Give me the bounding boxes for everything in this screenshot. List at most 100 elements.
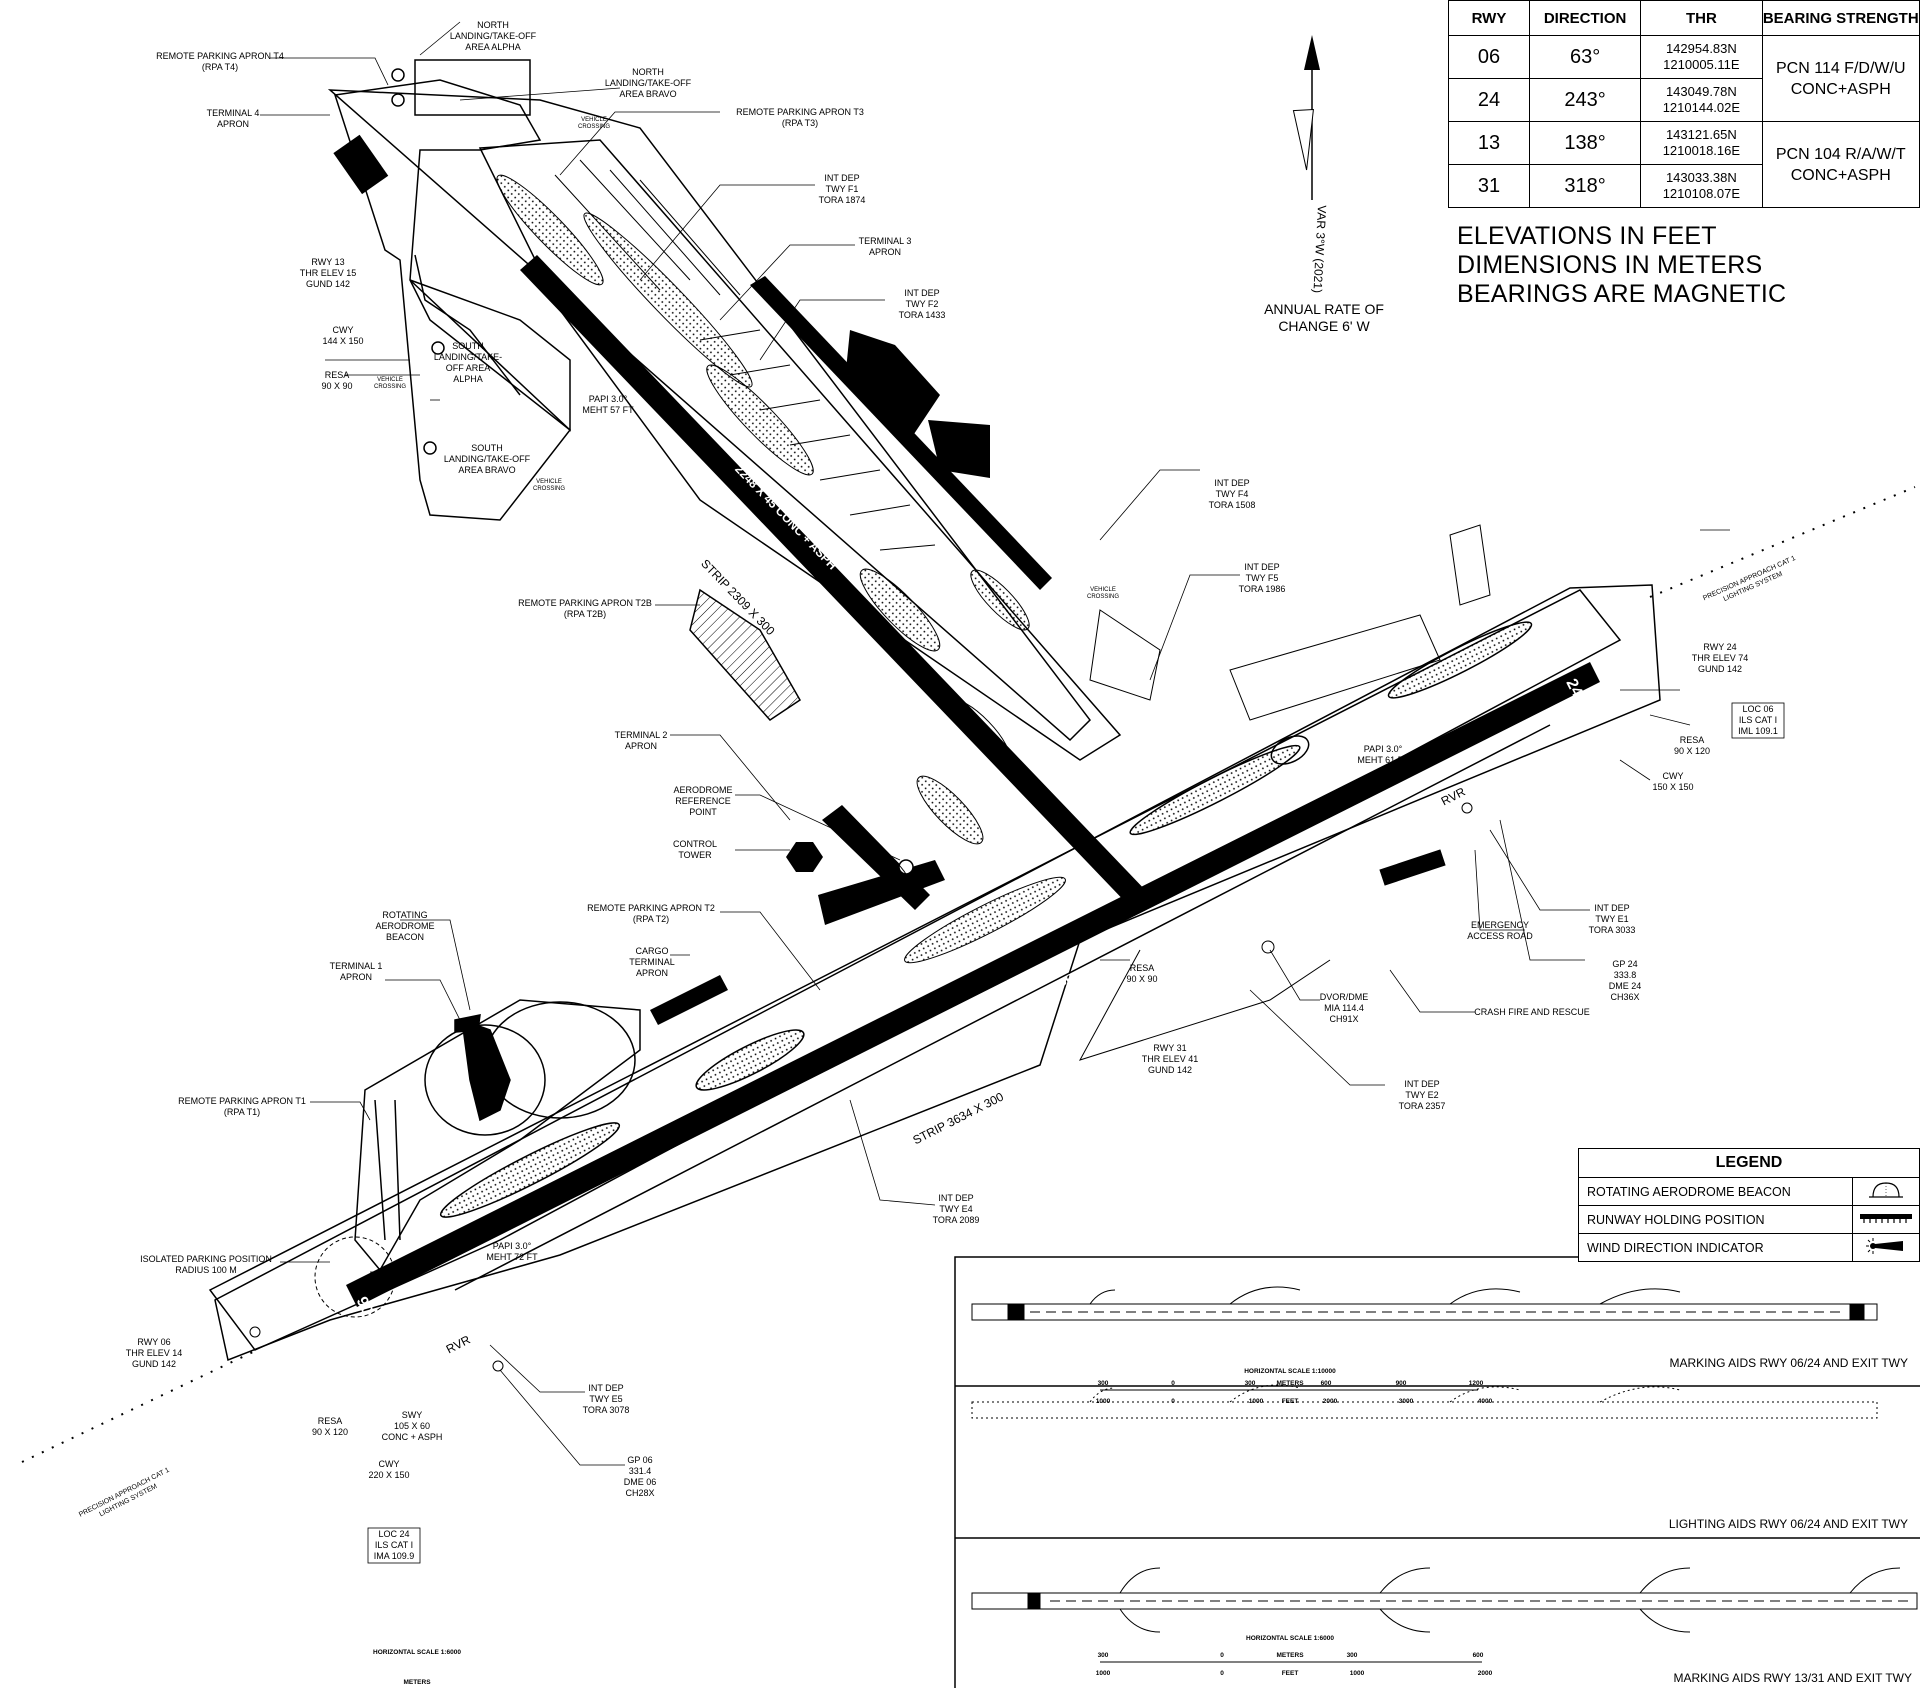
svg-text:NORTH: NORTH xyxy=(632,67,664,77)
svg-text:METERS: METERS xyxy=(1276,1380,1304,1387)
svg-text:RWY 24: RWY 24 xyxy=(1703,642,1736,652)
svg-text:RWY 31: RWY 31 xyxy=(1153,1043,1186,1053)
svg-text:0: 0 xyxy=(1220,1652,1224,1659)
svg-text:600: 600 xyxy=(1321,1380,1332,1387)
runway-data-table: RWY DIRECTION THR BEARING STRENGTH 06 63… xyxy=(1448,0,1920,208)
inset-marking-0624 xyxy=(971,1286,1878,1321)
svg-text:LANDING/TAKE-OFF: LANDING/TAKE-OFF xyxy=(605,78,692,88)
svg-text:1200: 1200 xyxy=(1469,1380,1484,1387)
svg-text:300: 300 xyxy=(1347,1652,1358,1659)
svg-text:TWY F5: TWY F5 xyxy=(1246,573,1279,583)
svg-text:APRON: APRON xyxy=(217,119,249,129)
svg-text:AREA BRAVO: AREA BRAVO xyxy=(619,89,676,99)
svg-text:TORA 1874: TORA 1874 xyxy=(819,195,866,205)
header-bearing-strength: BEARING STRENGTH xyxy=(1761,0,1920,36)
svg-text:REMOTE PARKING APRON T2B: REMOTE PARKING APRON T2B xyxy=(518,598,652,608)
svg-text:LANDING/TAKE-OFF: LANDING/TAKE-OFF xyxy=(444,454,531,464)
svg-text:SWY: SWY xyxy=(402,1410,423,1420)
svg-text:CWY: CWY xyxy=(1663,771,1684,781)
svg-text:VEHICLE: VEHICLE xyxy=(581,117,607,123)
svg-text:90 X 90: 90 X 90 xyxy=(1126,974,1157,984)
magnetic-variation: VAR 3°W (2021) xyxy=(1310,205,1329,294)
svg-text:REMOTE PARKING APRON T4: REMOTE PARKING APRON T4 xyxy=(156,51,284,61)
svg-text:TWY E2: TWY E2 xyxy=(1405,1090,1438,1100)
legend-row: RUNWAY HOLDING POSITION xyxy=(1578,1205,1920,1234)
svg-text:331.4: 331.4 xyxy=(629,1466,652,1476)
terminal-3-area xyxy=(496,159,1052,761)
terminal-4-building xyxy=(333,134,389,195)
svg-text:TOWER: TOWER xyxy=(678,850,712,860)
inset-scale-1: HORIZONTAL SCALE 1:10000 300 0 300 METER… xyxy=(1096,1368,1493,1405)
svg-text:INT DEP: INT DEP xyxy=(1404,1079,1439,1089)
note-dimensions: DIMENSIONS IN METERS xyxy=(1457,251,1763,279)
svg-text:REMOTE PARKING APRON T1: REMOTE PARKING APRON T1 xyxy=(178,1096,306,1106)
svg-text:(RPA T3): (RPA T3) xyxy=(782,118,818,128)
svg-text:METERS: METERS xyxy=(403,1679,431,1686)
approach-lights-ne xyxy=(1649,486,1916,598)
svg-text:TORA 2089: TORA 2089 xyxy=(933,1215,980,1225)
terminal-1-area xyxy=(354,999,805,1272)
svg-text:AERODROME: AERODROME xyxy=(375,921,434,931)
legend: LEGEND ROTATING AERODROME BEACON RUNWAY … xyxy=(1578,1148,1920,1262)
legend-row: ROTATING AERODROME BEACON xyxy=(1578,1177,1920,1206)
svg-text:PAPI 3.0°: PAPI 3.0° xyxy=(1364,744,1403,754)
terminal-2-area xyxy=(786,775,1066,964)
svg-text:TERMINAL 3: TERMINAL 3 xyxy=(859,236,912,246)
svg-text:GUND 142: GUND 142 xyxy=(1698,664,1742,674)
svg-text:PAPI 3.0°: PAPI 3.0° xyxy=(589,394,628,404)
inset-marking-1331 xyxy=(971,1567,1918,1633)
svg-text:RESA: RESA xyxy=(1130,963,1155,973)
label-rpa-t2: REMOTE PARKING APRON T2(RPA T2) xyxy=(587,903,715,924)
svg-text:300: 300 xyxy=(1098,1380,1109,1387)
svg-text:CROSSING: CROSSING xyxy=(533,486,565,492)
svg-text:CRASH FIRE AND RESCUE: CRASH FIRE AND RESCUE xyxy=(1474,1007,1590,1017)
svg-text:DVOR/DME: DVOR/DME xyxy=(1320,992,1369,1002)
runway-24-marking: 24 xyxy=(1562,676,1585,700)
svg-text:ALPHA: ALPHA xyxy=(453,374,483,384)
legend-title: LEGEND xyxy=(1578,1148,1920,1178)
svg-text:AREA ALPHA: AREA ALPHA xyxy=(465,42,521,52)
svg-text:TORA 3078: TORA 3078 xyxy=(583,1405,630,1415)
svg-text:90 X 120: 90 X 120 xyxy=(1674,746,1710,756)
svg-text:ROTATING: ROTATING xyxy=(382,910,427,920)
svg-text:0: 0 xyxy=(1171,1398,1175,1405)
header-direction: DIRECTION xyxy=(1528,0,1642,36)
svg-text:TWY E1: TWY E1 xyxy=(1595,914,1628,924)
svg-text:BEACON: BEACON xyxy=(386,932,424,942)
svg-text:RESA: RESA xyxy=(325,370,350,380)
svg-text:TERMINAL 2: TERMINAL 2 xyxy=(615,730,668,740)
label-papi-24: PAPI 3.0°MEHT 61 FT xyxy=(1357,744,1409,765)
svg-text:CROSSING: CROSSING xyxy=(374,384,406,390)
svg-text:HORIZONTAL SCALE 1:6000: HORIZONTAL SCALE 1:6000 xyxy=(1246,1635,1334,1642)
svg-text:4000: 4000 xyxy=(1478,1398,1493,1405)
svg-text:MEHT 72 FT: MEHT 72 FT xyxy=(486,1252,538,1262)
svg-text:NORTH: NORTH xyxy=(477,20,509,30)
svg-text:THR ELEV 14: THR ELEV 14 xyxy=(126,1348,183,1358)
north-complex xyxy=(334,59,572,521)
svg-text:TWY F2: TWY F2 xyxy=(906,299,939,309)
svg-text:LOC 24: LOC 24 xyxy=(378,1529,409,1539)
svg-text:1000: 1000 xyxy=(1096,1398,1111,1405)
svg-text:HORIZONTAL SCALE 1:10000: HORIZONTAL SCALE 1:10000 xyxy=(1244,1368,1336,1375)
header-thr: THR xyxy=(1640,0,1763,36)
